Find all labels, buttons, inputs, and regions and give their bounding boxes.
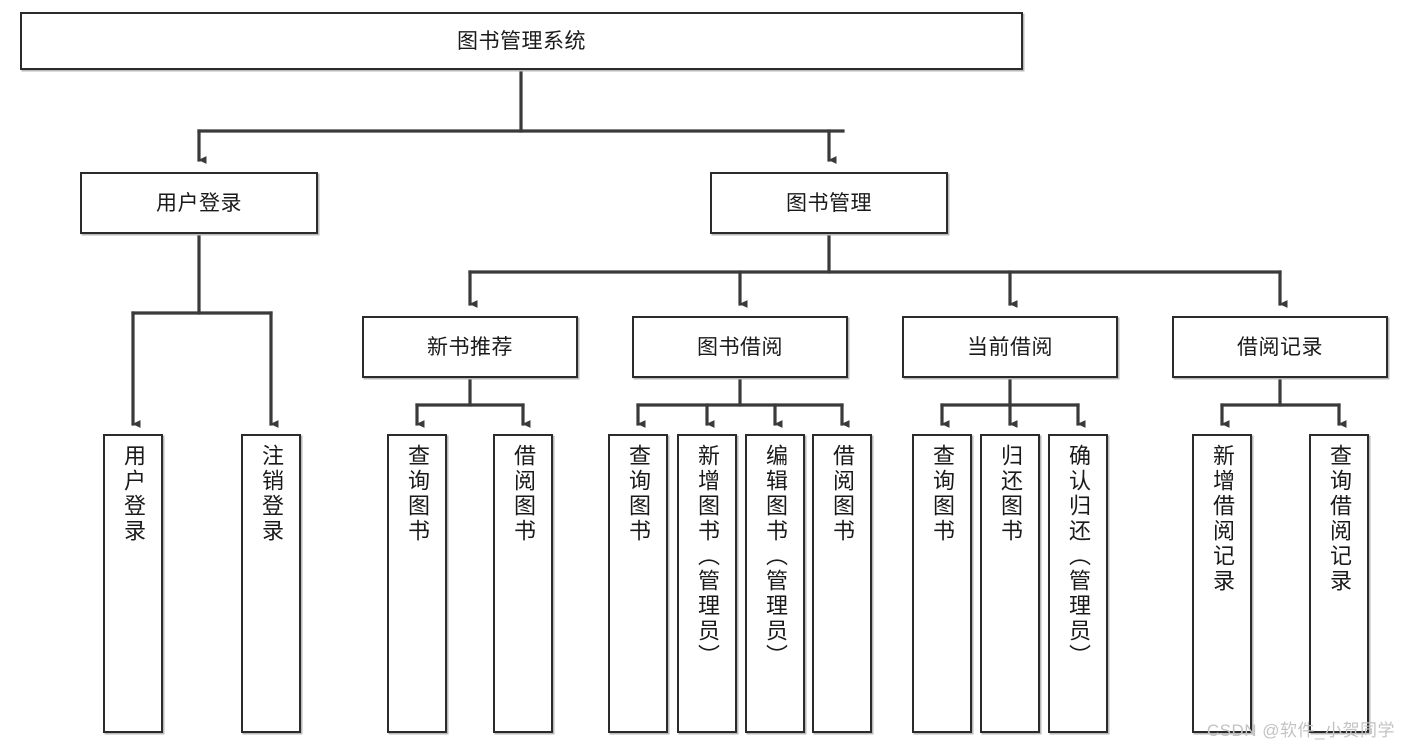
leaf-return-book[interactable]: 归还图书	[980, 434, 1040, 733]
leaf-user-login[interactable]: 用户登录	[103, 434, 163, 733]
leaf-confirm-return-admin[interactable]: 确认归还（管理员）	[1048, 434, 1108, 733]
watermark-text: CSDN @软件_小贺同学	[1206, 721, 1395, 740]
node-label: 借阅图书	[829, 444, 855, 544]
node-label: 查询图书	[929, 444, 955, 544]
node-new-book-recommend[interactable]: 新书推荐	[362, 316, 578, 378]
node-root-system[interactable]: 图书管理系统	[20, 12, 1023, 70]
node-label: 图书管理	[786, 191, 872, 215]
node-label: 图书管理系统	[457, 29, 586, 53]
node-user-login[interactable]: 用户登录	[80, 172, 318, 234]
leaf-query-book-current[interactable]: 查询图书	[912, 434, 972, 733]
node-label: 用户登录	[120, 444, 146, 544]
node-label: 注销登录	[258, 444, 284, 544]
node-borrow-record[interactable]: 借阅记录	[1172, 316, 1388, 378]
node-label: 查询借阅记录	[1326, 444, 1352, 594]
node-label: 新增借阅记录	[1209, 444, 1235, 594]
leaf-add-book-admin[interactable]: 新增图书（管理员）	[677, 434, 737, 733]
leaf-borrow-book[interactable]: 借阅图书	[812, 434, 872, 733]
node-label: 当前借阅	[967, 335, 1053, 359]
node-label: 查询图书	[625, 444, 651, 544]
node-label: 新增图书（管理员）	[694, 444, 720, 669]
node-label: 借阅图书	[510, 444, 536, 544]
leaf-query-book-recommend[interactable]: 查询图书	[387, 434, 447, 733]
node-label: 确认归还（管理员）	[1065, 444, 1091, 669]
leaf-query-borrow-record[interactable]: 查询借阅记录	[1309, 434, 1369, 733]
node-label: 用户登录	[156, 191, 242, 215]
leaf-query-book-borrow[interactable]: 查询图书	[608, 434, 668, 733]
node-label: 编辑图书（管理员）	[762, 444, 788, 669]
node-label: 查询图书	[404, 444, 430, 544]
node-label: 新书推荐	[427, 335, 513, 359]
node-current-borrow[interactable]: 当前借阅	[902, 316, 1118, 378]
node-book-borrow[interactable]: 图书借阅	[632, 316, 848, 378]
leaf-edit-book-admin[interactable]: 编辑图书（管理员）	[745, 434, 805, 733]
node-label: 归还图书	[997, 444, 1023, 544]
leaf-user-logout[interactable]: 注销登录	[241, 434, 301, 733]
leaf-borrow-book-recommend[interactable]: 借阅图书	[493, 434, 553, 733]
leaf-add-borrow-record[interactable]: 新增借阅记录	[1192, 434, 1252, 733]
node-label: 借阅记录	[1237, 335, 1323, 359]
node-label: 图书借阅	[697, 335, 783, 359]
node-book-management[interactable]: 图书管理	[710, 172, 948, 234]
